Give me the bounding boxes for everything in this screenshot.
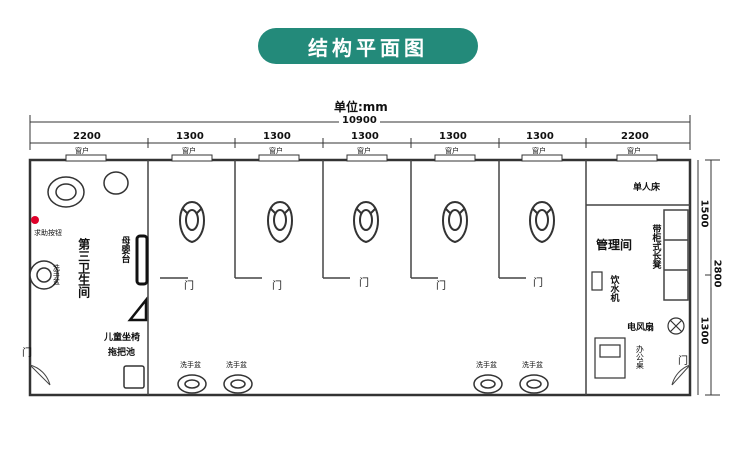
door-label-stall-1: 门 [184, 281, 194, 292]
window-label-3: 窗户 [269, 147, 283, 155]
window-label-4: 窗户 [357, 147, 371, 155]
bay-width-4: 1300 [351, 131, 379, 142]
door-label-stall-4: 门 [436, 281, 446, 292]
bay-width-2: 1300 [176, 131, 204, 142]
mop-pool-label: 拖把池 [108, 348, 136, 358]
bay-width-7: 2200 [621, 131, 649, 142]
window-label-5: 窗户 [445, 147, 459, 155]
window-label-6: 窗户 [532, 147, 546, 155]
door-label-left: 门 [22, 348, 32, 359]
right-dim-1300: 1300 [698, 316, 710, 345]
bay-width-5: 1300 [439, 131, 467, 142]
bay-width-6: 1300 [526, 131, 554, 142]
title-banner: 结构平面图 [258, 28, 478, 64]
basin-label-2: 洗手盆 [226, 361, 247, 369]
door-label-stall-2: 门 [272, 281, 282, 292]
right-dim-2800: 2800 [711, 259, 723, 288]
right-dim-1500: 1500 [698, 199, 710, 228]
management-room-label: 管理间 [596, 238, 633, 252]
bay-width-1: 2200 [73, 131, 101, 142]
basin-label-4: 洗手盆 [522, 361, 543, 369]
basin-label-1: 洗手盆 [180, 361, 201, 369]
help-button-dot [31, 216, 39, 224]
window-label-7: 窗户 [627, 147, 641, 155]
window-label-1: 窗户 [75, 147, 89, 155]
third-restroom-label: 第三卫生间 [76, 238, 91, 298]
wash-basin-vertical-label: 洗手盆 [52, 264, 61, 285]
water-dispenser-label: 饮水机 [608, 275, 619, 302]
stool-label: 带柜式长凳 [650, 224, 661, 269]
electric-fan-label: 电风扇 [627, 323, 655, 333]
door-label-stall-5: 门 [533, 278, 543, 289]
child-seat-label: 儿童坐椅 [104, 333, 141, 343]
window-label-2: 窗户 [182, 147, 196, 155]
office-desk-label: 办公桌 [635, 345, 645, 369]
baby-station-label: 母婴台 [119, 236, 130, 263]
basin-label-3: 洗手盆 [476, 361, 497, 369]
bay-width-3: 1300 [263, 131, 291, 142]
total-width-label: 10900 [339, 115, 380, 126]
unit-label: 单位:mm [334, 100, 388, 114]
single-bed-label: 单人床 [633, 183, 661, 193]
help-button-label: 求助按钮 [34, 229, 62, 237]
door-label-right: 门 [678, 356, 688, 367]
door-label-stall-3: 门 [359, 278, 369, 289]
